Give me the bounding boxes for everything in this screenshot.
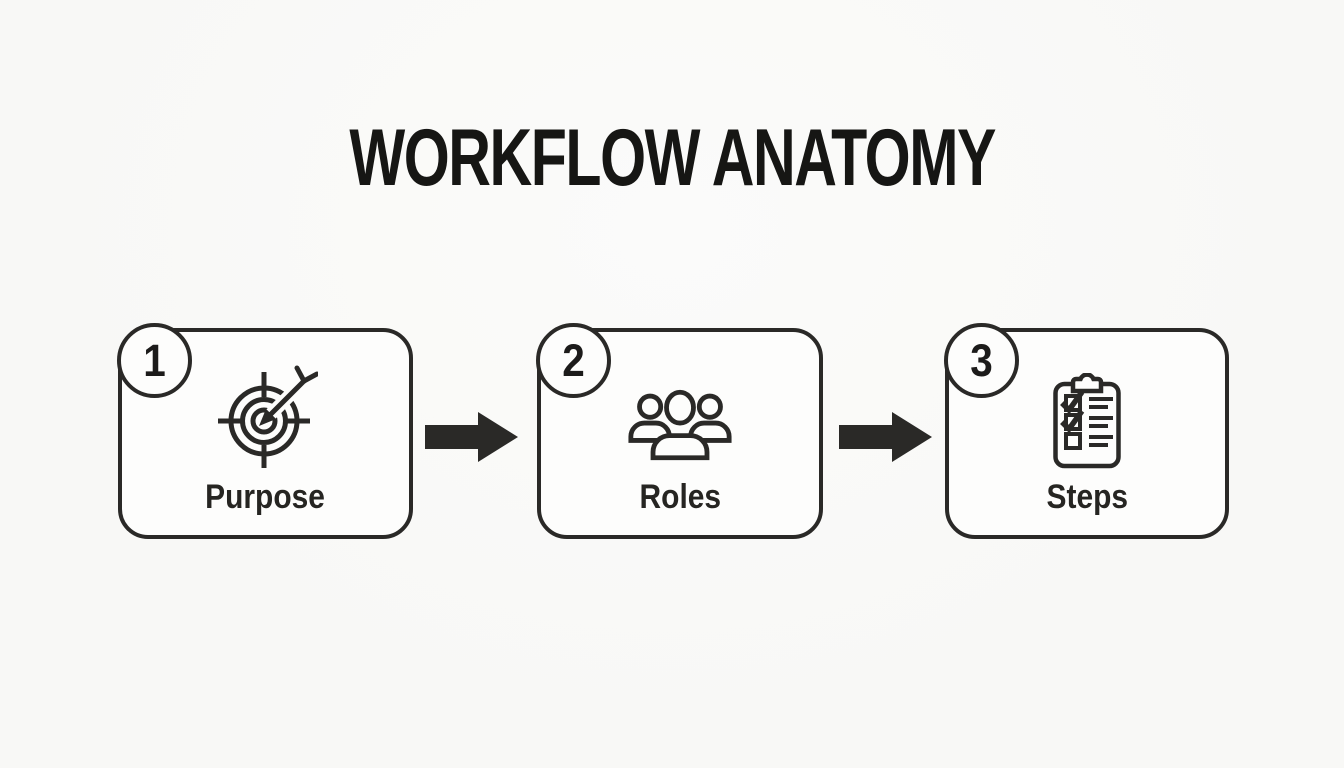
step-number-badge: 3 bbox=[944, 323, 1019, 398]
step-card-steps: 3 Steps bbox=[944, 323, 1229, 539]
arrow-right-icon bbox=[839, 412, 932, 462]
step-label: Roles bbox=[639, 478, 721, 516]
step-number-badge: 2 bbox=[536, 323, 611, 398]
page-title: WORKFLOW ANATOMY bbox=[349, 113, 996, 203]
step-number-badge: 1 bbox=[117, 323, 192, 398]
arrow-right-icon bbox=[425, 412, 518, 462]
clipboard-checklist-icon bbox=[949, 373, 1225, 470]
step-label: Purpose bbox=[205, 478, 326, 516]
step-card-purpose: 1 Purpose bbox=[117, 323, 413, 539]
step-card-roles: 2 Roles bbox=[536, 323, 823, 539]
step-label: Steps bbox=[1046, 478, 1128, 516]
target-icon bbox=[122, 365, 409, 469]
people-group-icon bbox=[541, 389, 819, 461]
